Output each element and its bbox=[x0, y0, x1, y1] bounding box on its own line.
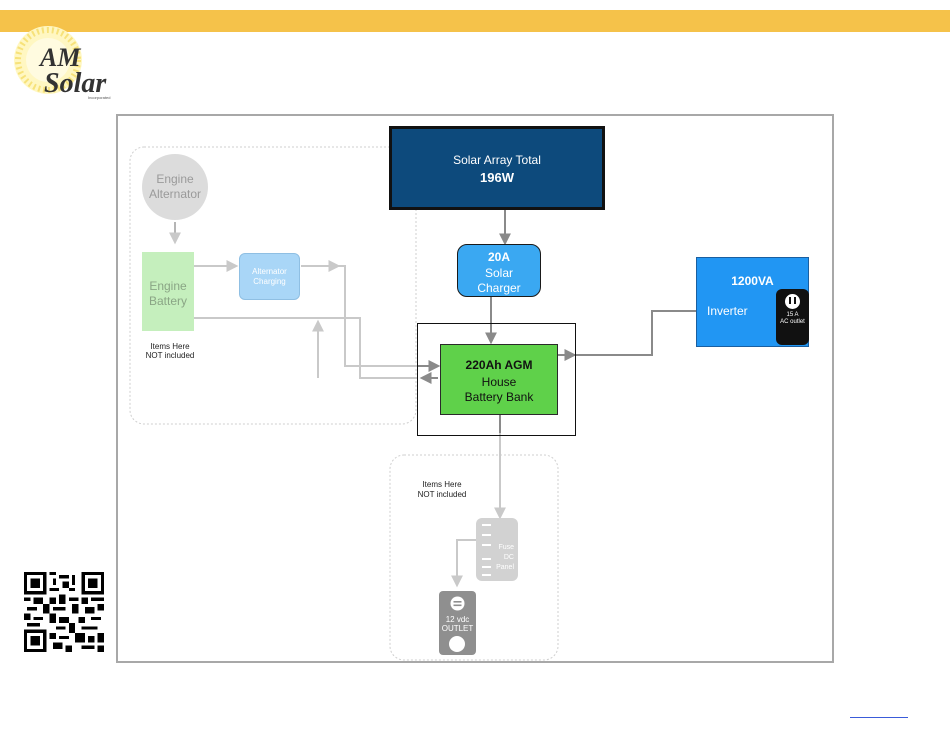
engine-alternator-circle: Engine Alternator bbox=[142, 154, 208, 220]
engine-battery-label-2: Battery bbox=[142, 294, 194, 308]
battery-label-2: Battery Bank bbox=[441, 390, 557, 404]
fuse-slot-icon bbox=[482, 574, 491, 576]
charger-label-2: Charger bbox=[458, 281, 540, 295]
fuse-slot-icon bbox=[482, 566, 491, 568]
fuse-slot-icon bbox=[482, 534, 491, 536]
alternator-charging-box: Alternator Charging bbox=[239, 253, 300, 300]
dc-socket-icon bbox=[450, 596, 465, 611]
engine-battery-label-1: Engine bbox=[142, 279, 194, 293]
fuse-slot-icon bbox=[482, 524, 491, 526]
solar-array-box: Solar Array Total 196W bbox=[389, 126, 605, 210]
charger-label-1: Solar bbox=[458, 266, 540, 280]
engine-battery-box: Engine Battery bbox=[142, 252, 194, 331]
round-socket-icon bbox=[449, 636, 465, 652]
ac-outlet-panel: 15 A AC outlet bbox=[776, 289, 809, 345]
fuse-panel-label-1: Fuse bbox=[498, 544, 514, 551]
alternator-charging-label-2: Charging bbox=[240, 277, 299, 286]
battery-label-1: House bbox=[441, 375, 557, 389]
battery-capacity: 220Ah AGM bbox=[441, 358, 557, 372]
outlet-label: OUTLET bbox=[439, 624, 476, 633]
inverter-rating: 1200VA bbox=[697, 274, 808, 288]
solar-charger-box: 20A Solar Charger bbox=[457, 244, 541, 297]
12vdc-outlet-box: 12 vdc OUTLET bbox=[439, 591, 476, 655]
fuse-slot-icon bbox=[482, 558, 491, 560]
fuse-panel-label-2: DC bbox=[504, 554, 514, 561]
solar-array-wattage: 196W bbox=[392, 170, 602, 185]
fuse-slot-icon bbox=[482, 544, 491, 546]
link-underline[interactable] bbox=[850, 717, 908, 718]
fuse-panel-label-3: Panel bbox=[496, 564, 514, 571]
ac-outlet-icon bbox=[784, 293, 801, 310]
ac-outlet-label: AC outlet bbox=[776, 319, 809, 325]
left-not-included-note-2: NOT included bbox=[140, 351, 200, 360]
alternator-charging-label-1: Alternator bbox=[240, 267, 299, 276]
bottom-not-included-note-2: NOT included bbox=[410, 490, 474, 499]
alternator-label-1: Engine bbox=[142, 172, 208, 186]
alternator-label-2: Alternator bbox=[142, 187, 208, 201]
solar-array-label: Solar Array Total bbox=[392, 153, 602, 167]
inverter-label: Inverter bbox=[707, 304, 748, 318]
fuse-dc-panel-box: Fuse DC Panel bbox=[476, 518, 518, 581]
charger-amps: 20A bbox=[458, 250, 540, 264]
inverter-box: 1200VA Inverter 15 A AC outlet bbox=[696, 257, 809, 347]
bottom-not-included-note-1: Items Here bbox=[410, 480, 474, 489]
qr-code-icon bbox=[24, 572, 104, 652]
left-not-included-note-1: Items Here bbox=[140, 342, 200, 351]
ac-outlet-amps: 15 A bbox=[776, 312, 809, 318]
house-battery-bank-box: 220Ah AGM House Battery Bank bbox=[440, 344, 558, 415]
outlet-voltage: 12 vdc bbox=[439, 615, 476, 624]
